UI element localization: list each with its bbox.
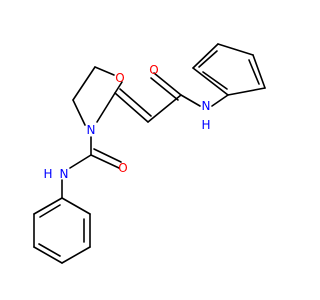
- bond-top-nh-phenyl: [211, 94, 229, 107]
- bond-top-ph-inner-3: [202, 71, 228, 90]
- bond-ring-c5-c4: [72, 66, 96, 101]
- bond-bottom-carbonyl-a: [90, 154, 120, 169]
- bond-bottom-ph-3: [61, 246, 91, 264]
- bond-bottom-ph-1: [61, 197, 91, 215]
- atom-labels: O N O N H O N H: [43, 63, 210, 181]
- bond-ring-c2-o1: [114, 81, 123, 94]
- bonds: [33, 43, 266, 264]
- bond-top-ph-inner-1: [248, 59, 260, 85]
- atom-h-amide-top: H: [201, 118, 210, 132]
- atom-h-amide-bottom: H: [43, 167, 52, 181]
- bond-exocyclic-double-a: [114, 92, 149, 123]
- atom-n-amide-bottom: N: [60, 167, 69, 181]
- atom-o-amide-top: O: [149, 63, 158, 77]
- bond-vinyl-carbonyl: [147, 94, 182, 123]
- bond-top-ph-5: [192, 67, 229, 96]
- bond-bottom-ph-inner-3: [39, 204, 61, 218]
- bond-exocyclic-double-b: [119, 88, 152, 117]
- bond-top-carbonyl-nh: [180, 94, 201, 107]
- bond-top-ph-inner-2: [198, 50, 218, 68]
- bond-bottom-ph-inner-2: [38, 243, 61, 257]
- bond-bottom-ph-4: [33, 246, 63, 264]
- chemical-structure: O N O N H O N H: [33, 43, 266, 264]
- bond-ring-o1-c5: [94, 66, 115, 76]
- bond-ring-c4-n3: [72, 99, 86, 126]
- bond-top-carbonyl-a: [153, 72, 182, 96]
- bond-top-carbonyl-b: [150, 77, 179, 101]
- atom-o-ring: O: [115, 71, 124, 85]
- bond-top-ph-3: [217, 43, 254, 56]
- bond-top-ph-1: [227, 87, 266, 96]
- bond-ring-n3-c2: [96, 92, 116, 123]
- bond-bottom-carbonyl-b: [93, 148, 122, 163]
- atom-n-amide-top: N: [202, 99, 211, 113]
- bond-top-ph-2: [252, 54, 266, 89]
- bond-top-ph-4: [192, 43, 219, 69]
- bond-bottom-ph-6: [33, 197, 63, 215]
- atom-o-amide-bottom: O: [118, 161, 127, 175]
- atom-n-ring: N: [87, 123, 96, 137]
- bond-urea-carbonyl-nh: [69, 154, 92, 169]
